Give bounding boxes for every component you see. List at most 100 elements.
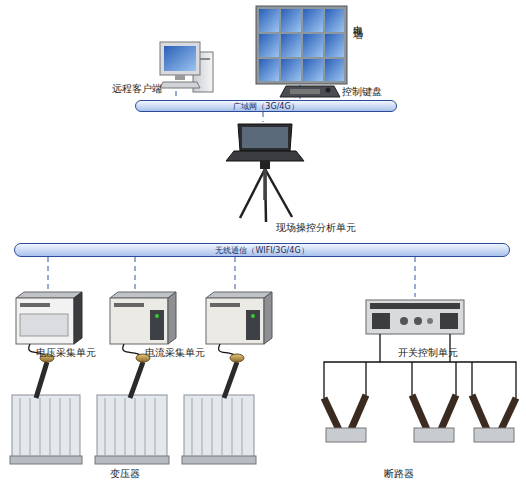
transformer bbox=[95, 354, 169, 464]
laptop-tripod-part bbox=[240, 169, 265, 218]
dashed-link bbox=[263, 112, 264, 122]
transformer-part bbox=[30, 398, 31, 455]
transformer-part bbox=[95, 456, 169, 464]
transformer-part bbox=[115, 398, 116, 455]
circuit-breaker bbox=[324, 395, 366, 442]
circuit-breaker bbox=[472, 395, 516, 442]
computer-icon-part bbox=[160, 42, 200, 75]
signal-wire-part bbox=[455, 362, 456, 395]
collector-box-part bbox=[246, 310, 260, 340]
video-wall-part bbox=[281, 34, 301, 57]
voltage-collector-box bbox=[16, 292, 82, 344]
laptop-tripod-part bbox=[238, 124, 292, 151]
video-wall-part bbox=[303, 9, 323, 32]
switch-control-box-part bbox=[372, 313, 390, 329]
circuit-breaker bbox=[412, 395, 456, 442]
signal-wire-part bbox=[471, 362, 472, 395]
laptop-tripod-part bbox=[242, 127, 288, 148]
node-label: 远程客户端 bbox=[112, 83, 162, 95]
field-control-unit: 现场操控分析单元 bbox=[226, 122, 306, 222]
voltage-collector-box-part bbox=[74, 292, 82, 344]
computer-icon-part bbox=[160, 82, 200, 88]
voltage-unit: 电压采集单元 bbox=[14, 290, 84, 346]
network-bus: 广域网（3G/4G） bbox=[135, 100, 397, 112]
transformer-part bbox=[232, 398, 233, 455]
transformer-part bbox=[224, 362, 237, 398]
transformer-part bbox=[20, 398, 21, 455]
collector-box-part bbox=[206, 292, 272, 298]
transformer bbox=[10, 354, 82, 464]
transformer-part bbox=[10, 456, 82, 464]
collector-box-part bbox=[210, 303, 240, 307]
collector-box-part bbox=[251, 314, 255, 318]
transformer-part bbox=[135, 398, 136, 455]
video-wall-part bbox=[325, 9, 344, 32]
switch-control-box bbox=[366, 300, 464, 334]
node-label: 电视墙 bbox=[351, 17, 363, 23]
dashed-link bbox=[48, 257, 49, 290]
transformer-part bbox=[50, 398, 51, 455]
transformer-part bbox=[184, 395, 254, 457]
switch-control-box-part bbox=[370, 303, 460, 309]
transformer-part bbox=[60, 398, 61, 455]
signal-wire-part bbox=[324, 334, 380, 398]
circuit-breaker-part bbox=[474, 428, 514, 442]
laptop-tripod bbox=[226, 124, 304, 222]
video-wall-part bbox=[259, 34, 279, 57]
transformer-part bbox=[155, 398, 156, 455]
laptop-tripod-part bbox=[263, 169, 267, 200]
switch-control-box-part bbox=[427, 318, 433, 324]
transformer-part bbox=[70, 398, 71, 455]
transformer-part bbox=[145, 398, 146, 455]
control-keyboard bbox=[280, 86, 340, 97]
dashed-link bbox=[415, 257, 416, 297]
transformer-part bbox=[222, 398, 223, 455]
circuit-breaker-part bbox=[350, 395, 366, 432]
signal-wire bbox=[29, 334, 516, 398]
signal-wire-part bbox=[411, 362, 412, 395]
control-keyboard-part bbox=[280, 86, 340, 97]
control-keyboard-part bbox=[326, 88, 331, 93]
circuit-breaker-part bbox=[326, 428, 366, 442]
transformer-part bbox=[192, 398, 193, 455]
transformer-label: 变压器 bbox=[110, 468, 140, 480]
video-wall-part bbox=[281, 59, 301, 81]
node-label: 电流采集单元 bbox=[145, 347, 205, 359]
laptop-tripod-part bbox=[265, 169, 266, 222]
transformer-part bbox=[125, 398, 126, 455]
switch-control-box-part bbox=[440, 313, 458, 329]
transformer-part bbox=[242, 398, 243, 455]
bus-label: 无线通信（WIFI/3G/4G） bbox=[215, 246, 308, 255]
video-wall-part bbox=[259, 59, 279, 81]
video-wall-part bbox=[281, 9, 301, 32]
computer-icon bbox=[160, 42, 213, 92]
voltage-collector-box-part bbox=[20, 303, 50, 307]
transformer-part bbox=[105, 398, 106, 455]
computer-icon-part bbox=[164, 46, 196, 71]
circuit-breaker-part bbox=[500, 398, 516, 432]
laptop-tripod-part bbox=[226, 151, 304, 161]
node-label: 电压采集单元 bbox=[36, 347, 96, 359]
wireless-bus: 无线通信（WIFI/3G/4G） bbox=[14, 243, 510, 257]
current-collector-box-part bbox=[110, 298, 168, 344]
video-wall-part bbox=[303, 59, 323, 81]
dashed-link bbox=[135, 257, 136, 290]
laptop-tripod-part bbox=[260, 161, 270, 169]
collector-box-part bbox=[206, 298, 264, 344]
circuit-breaker-part bbox=[414, 428, 454, 442]
node-label: 现场操控分析单元 bbox=[276, 222, 356, 234]
video-wall-unit: 电视墙 bbox=[255, 5, 349, 85]
transformer-part bbox=[202, 398, 203, 455]
video-wall-part bbox=[256, 6, 347, 84]
video-wall bbox=[256, 6, 347, 84]
laptop-tripod-part bbox=[265, 169, 292, 217]
transformer-part bbox=[12, 395, 80, 457]
current-collector-box-part bbox=[155, 314, 159, 318]
transformer-part bbox=[230, 354, 244, 362]
remote-client: 远程客户端 bbox=[155, 38, 218, 82]
breaker-label: 断路器 bbox=[384, 468, 414, 480]
current-unit: 电流采集单元 bbox=[108, 290, 178, 346]
voltage-collector-box-part bbox=[16, 292, 82, 298]
control-keyboard-part bbox=[290, 89, 320, 94]
circuit-breaker-part bbox=[440, 395, 456, 432]
